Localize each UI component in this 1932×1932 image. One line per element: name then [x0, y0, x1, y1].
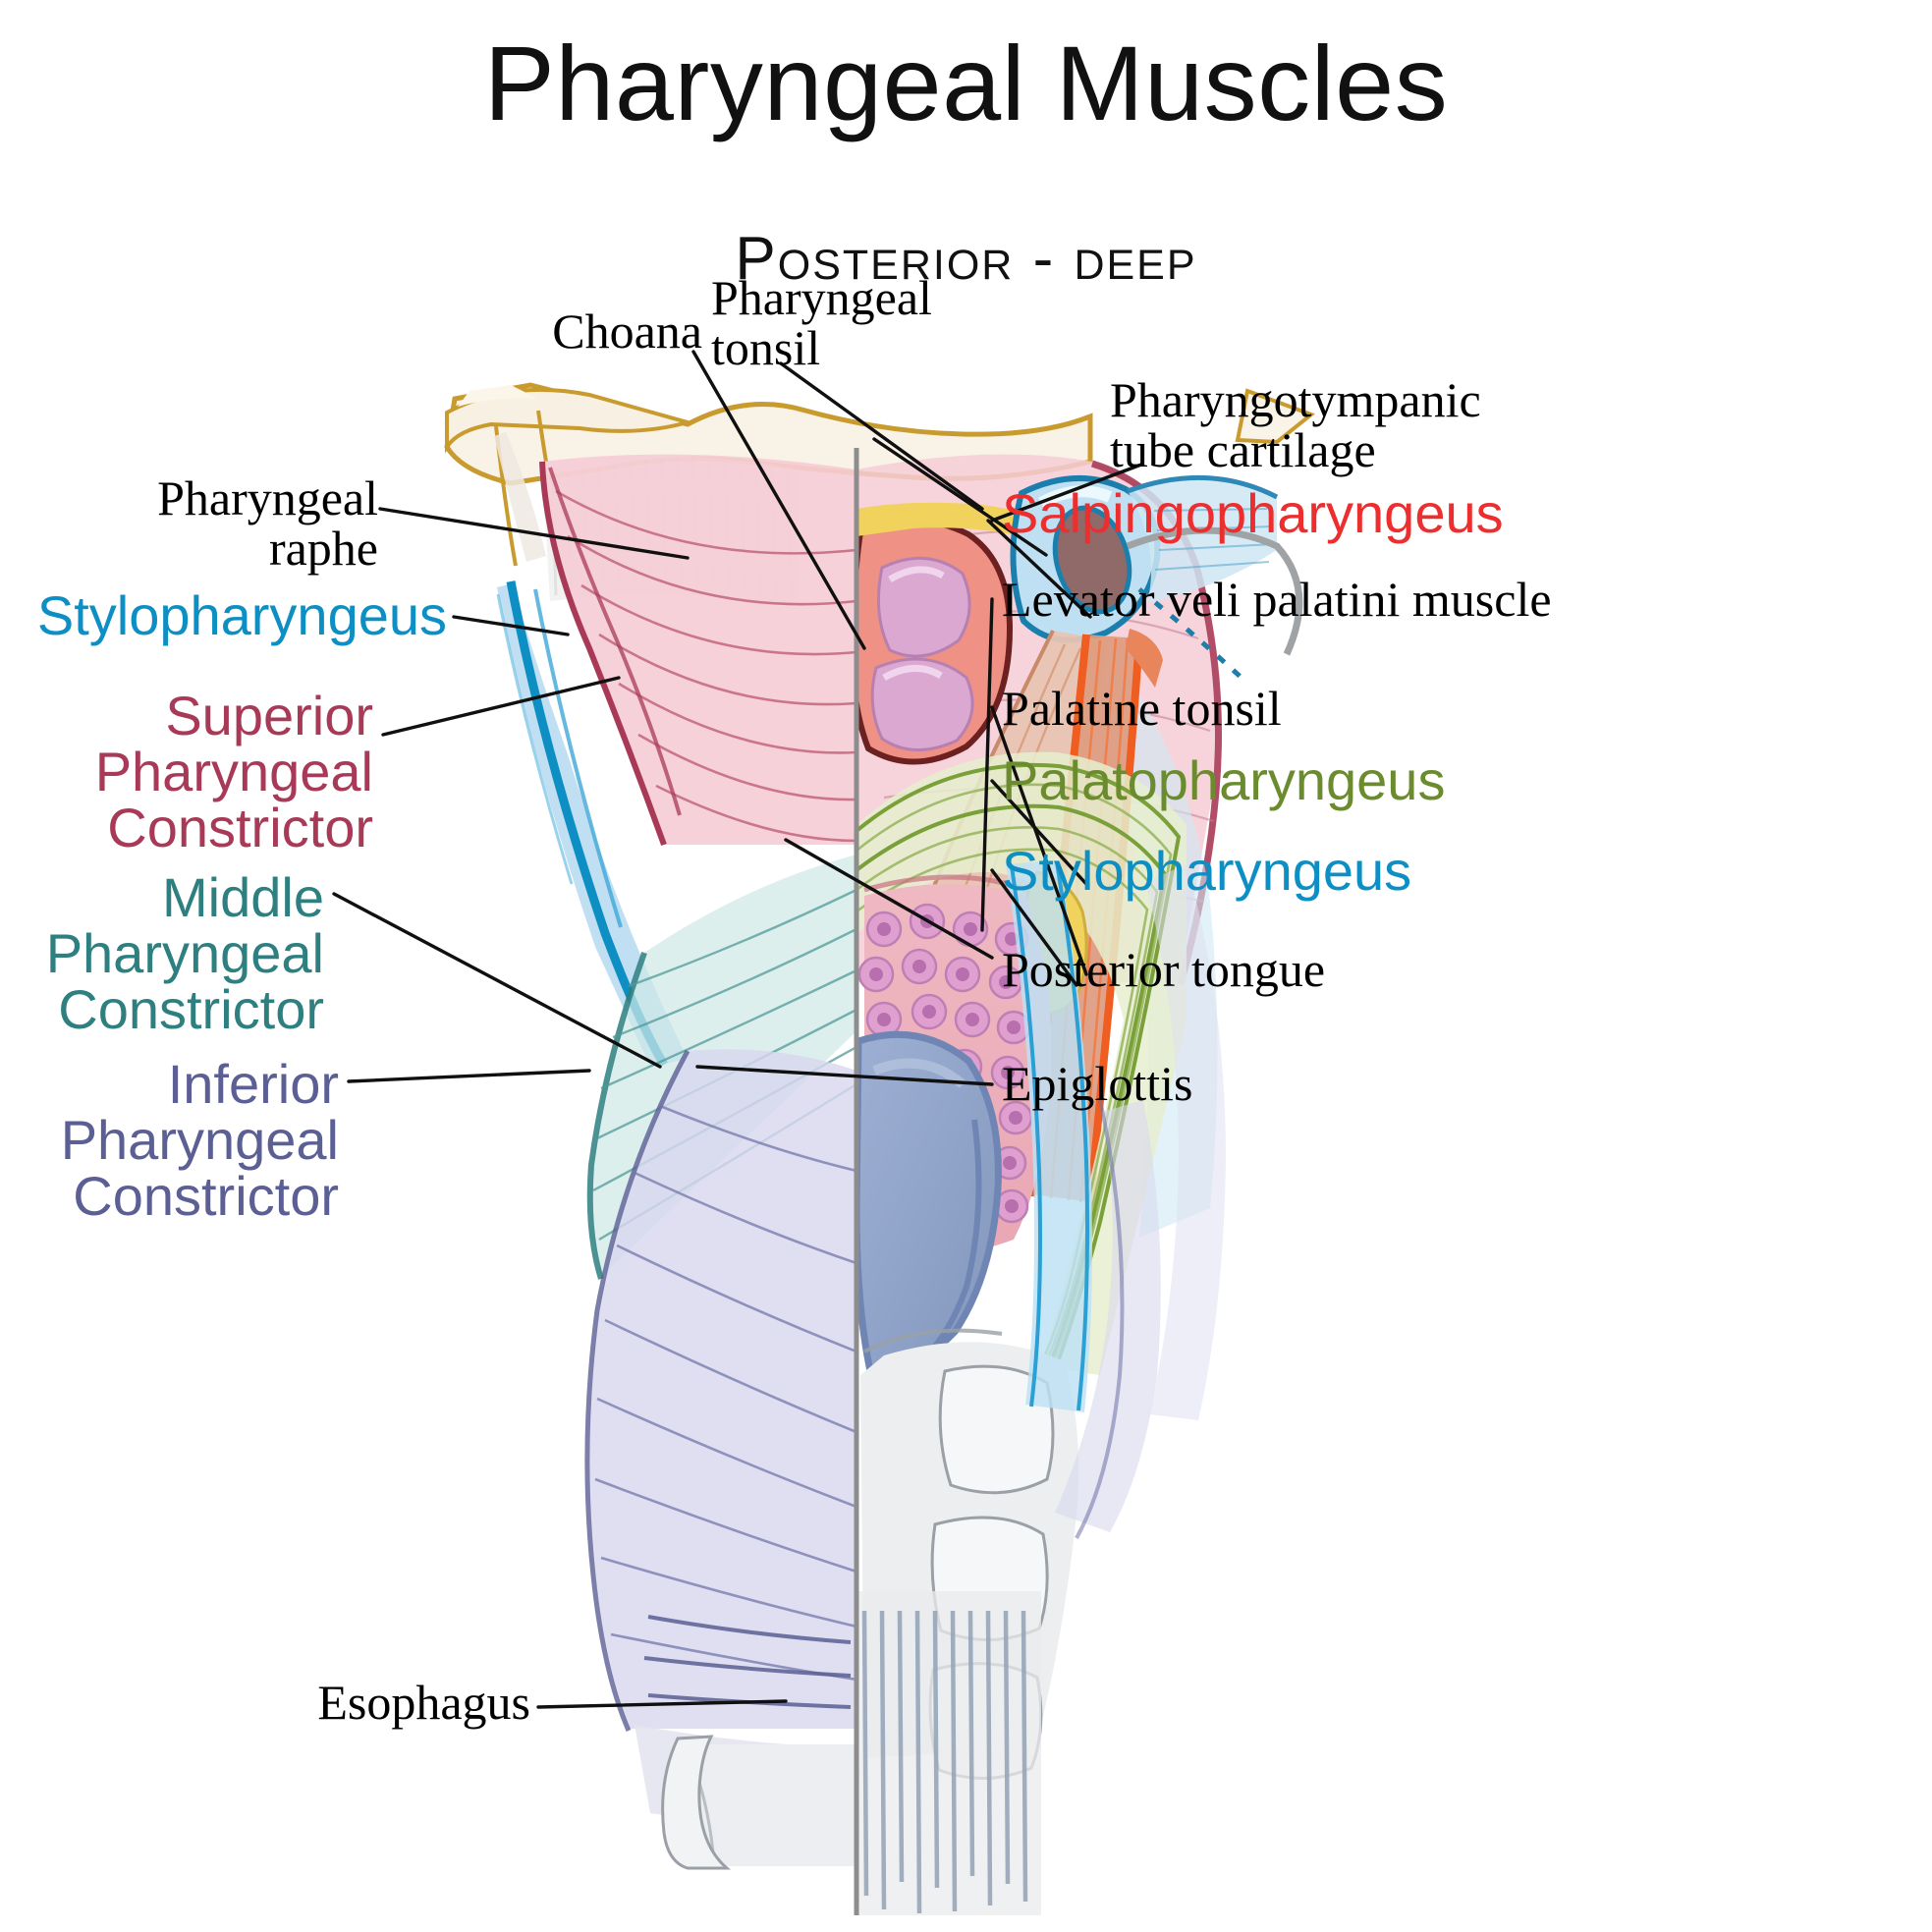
label-inferior-pharyngeal-constrictor: Inferior Pharyngeal Constrictor [60, 1053, 339, 1228]
label-stylopharyngeus-left: Stylopharyngeus [36, 584, 447, 646]
label-palatopharyngeus: Palatopharyngeus [1002, 749, 1446, 811]
esophagus-right-shape [856, 1591, 1041, 1915]
label-pharyngeal-tonsil: Pharyngeal tonsil [711, 270, 932, 375]
esophagus-left-shape [661, 1735, 856, 1870]
label-posterior-tongue: Posterior tongue [1002, 942, 1326, 997]
stylopharyngeus-right-shape [1006, 860, 1092, 1412]
label-middle-pharyngeal-constrictor: Middle Pharyngeal Constrictor [45, 866, 324, 1041]
label-superior-pharyngeal-constrictor: Superior Pharyngeal Constrictor [94, 685, 373, 859]
roof-mucosa [856, 502, 1053, 542]
page-subtitle: Posterior - Deep [735, 225, 1197, 293]
leader-lines [332, 350, 1143, 1709]
page-title: Pharyngeal Muscles [483, 24, 1449, 142]
label-palatine-tonsil: Palatine tonsil [1002, 681, 1282, 736]
left-half-anatomy [496, 454, 856, 1870]
label-salpingopharyngeus: Salpingopharyngeus [1002, 482, 1504, 544]
label-stylopharyngeus-right: Stylopharyngeus [1002, 840, 1412, 902]
label-levator-veli-palatini-muscle: Levator veli palatini muscle [1002, 572, 1552, 627]
label-pharyngeal-raphe: Pharyngeal raphe [157, 470, 378, 576]
superior-constrictor-shape [539, 454, 856, 847]
epiglottis-shape [856, 1030, 1002, 1375]
pharyngeal-tonsil-shape [856, 517, 1014, 765]
label-epiglottis: Epiglottis [1002, 1056, 1193, 1111]
right-half-anatomy [856, 454, 1303, 1915]
label-esophagus: Esophagus [317, 1675, 530, 1730]
label-pharyngotympanic-tube-cartilage: Pharyngotympanic tube cartilage [1110, 372, 1481, 477]
label-choana: Choana [552, 304, 702, 359]
pharyngotympanic-tube-shape [1010, 474, 1303, 680]
